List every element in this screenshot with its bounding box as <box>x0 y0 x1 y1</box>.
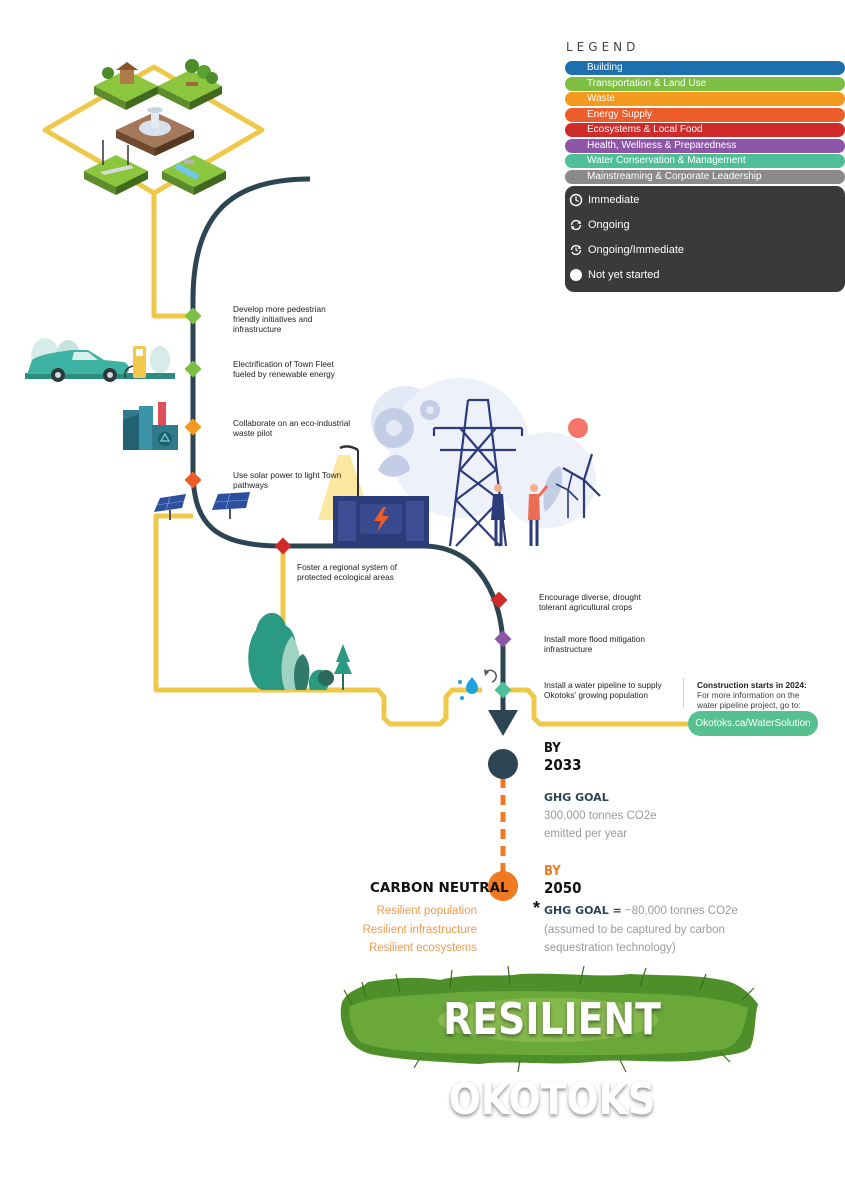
forest-illustration <box>248 612 352 690</box>
status-label: Ongoing/Immediate <box>588 244 684 256</box>
action-markers <box>184 307 512 699</box>
action-label-ecological: Foster a regional system of protected ec… <box>297 562 398 582</box>
solar-panels-illustration <box>154 492 250 520</box>
worker-figures <box>491 484 549 546</box>
divider <box>683 678 684 708</box>
legend-status-panel: Immediate Ongoing Ongoing/Immediate Not … <box>565 186 845 292</box>
ghg-goal-2050: GHG GOAL = ~80,000 tonnes CO2e (assumed … <box>544 902 759 958</box>
marker-flood <box>494 630 512 648</box>
status-not-started: Not yet started <box>569 265 660 285</box>
refresh-icon <box>484 669 497 683</box>
refresh-clock-icon <box>569 243 583 257</box>
timeline-arrow <box>488 710 518 736</box>
resilience-item: Resilient ecosystems <box>368 942 477 954</box>
wind-turbines <box>555 453 601 518</box>
park-plot-lamps <box>84 140 148 195</box>
action-label-flood: Install more flood mitigation infrastruc… <box>544 634 645 654</box>
status-label: Not yet started <box>588 269 660 281</box>
factory-illustration <box>123 402 178 450</box>
action-label-waste: Collaborate on an eco-industrial waste p… <box>233 418 351 438</box>
main-timeline-path <box>190 176 506 712</box>
legend-category: Health, Wellness & Preparedness <box>565 138 845 153</box>
grass-banner <box>340 965 758 1073</box>
ghg-goal-2033-heading: GHG GOAL <box>544 791 609 804</box>
legend-title: LEGEND <box>566 40 640 54</box>
ghg-goal-2033-text: 300,000 tonnes CO2e emitted per year <box>544 810 657 840</box>
milestone-2033-dot <box>488 749 518 779</box>
resilience-item: Resilient population <box>376 905 477 917</box>
clock-icon <box>569 193 583 207</box>
marker-waste <box>184 418 202 436</box>
park-plots <box>84 59 226 195</box>
marker-crops <box>490 591 508 609</box>
marker-fleet <box>184 360 202 378</box>
electric-car-illustration <box>25 338 175 382</box>
pipeline-note-text: For more information on the water pipeli… <box>697 690 801 710</box>
milestone-2033-label: BY 2033 <box>544 741 582 773</box>
pipeline-note-heading: Construction starts in 2024: <box>697 680 807 690</box>
park-plot-creek <box>162 155 226 195</box>
status-ongoing-immediate: Ongoing/Immediate <box>569 240 684 260</box>
legend-category: Mainstreaming & Corporate Leadership <box>565 169 845 184</box>
marker-pipeline <box>494 681 512 699</box>
park-plot-gazebo <box>94 62 158 110</box>
by-label: BY <box>544 741 561 756</box>
milestone-2050-dot <box>488 871 518 901</box>
legend-category: Building <box>565 61 845 75</box>
banner-title: RESILIENT OKOTOKS <box>443 994 661 1125</box>
action-label-pedestrian: Develop more pedestrian friendly initiat… <box>233 304 326 334</box>
park-plot-fountain <box>116 107 194 156</box>
legend-category: Waste <box>565 92 845 106</box>
year-label: 2033 <box>544 756 582 774</box>
marker-ecological <box>274 537 292 555</box>
action-label-pipeline: Install a water pipeline to supply Okoto… <box>544 680 662 700</box>
marker-pedestrian <box>184 307 202 325</box>
park-plot-trees <box>158 59 222 110</box>
legend-category: Water Conservation & Management <box>565 154 845 168</box>
milestone-2050-label: BY 2050 <box>544 864 582 896</box>
status-label: Ongoing <box>588 219 630 231</box>
water-solution-link[interactable]: Okotoks.ca/WaterSolution <box>688 711 818 736</box>
legend-category: Ecosystems & Local Food <box>565 123 845 137</box>
status-immediate: Immediate <box>569 190 639 210</box>
circle-icon <box>569 268 583 282</box>
resilience-item: Resilient infrastructure <box>362 923 477 936</box>
resilience-list: Resilient population Resilient infrastru… <box>330 902 477 958</box>
yellow-walkway-paths <box>42 64 690 727</box>
action-label-solar: Use solar power to light Town pathways <box>233 470 342 490</box>
asterisk: * <box>533 898 541 918</box>
water-drop-icon <box>458 677 478 700</box>
year-label: 2050 <box>544 879 582 897</box>
action-label-fleet: Electrification of Town Fleet fueled by … <box>233 359 335 379</box>
refresh-icon <box>569 218 583 232</box>
marker-solar <box>184 471 202 489</box>
action-label-crops: Encourage diverse, drought tolerant agri… <box>539 592 641 612</box>
carbon-neutral-title: CARBON NEUTRAL <box>370 880 509 896</box>
status-label: Immediate <box>588 194 640 206</box>
legend-category: Transportation & Land Use <box>565 76 845 91</box>
legend-category: Energy Supply <box>565 107 845 122</box>
energy-scene-illustration <box>318 378 601 548</box>
status-ongoing: Ongoing <box>569 215 630 235</box>
ghg-goal-2050-heading: GHG GOAL = <box>544 904 622 917</box>
ghg-goal-2050-text: ~80,000 tonnes CO2e (assumed to be captu… <box>544 905 738 954</box>
by-label: BY <box>544 864 561 879</box>
